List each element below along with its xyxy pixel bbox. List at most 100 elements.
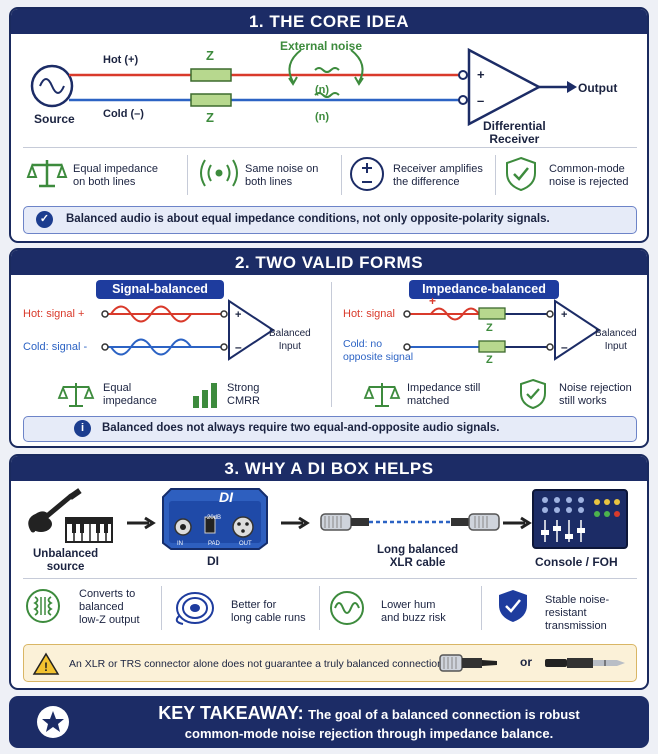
svg-text:+: +: [561, 309, 567, 321]
feature-divider: [161, 586, 162, 630]
di-pad-db-label: -20dB: [205, 515, 222, 521]
arrow-icon: [503, 516, 532, 530]
svg-text:+: +: [235, 309, 241, 321]
key-takeaway-line1: The goal of a balanced connection is rob…: [308, 707, 580, 722]
hot-label: Hot (+): [103, 54, 139, 66]
two-forms-note-text: Balanced does not always require two equ…: [102, 422, 500, 434]
svg-text:–: –: [235, 340, 242, 354]
section-title: 2. TWO VALID FORMS: [11, 250, 647, 275]
cold-signal-label: Cold: signal -: [23, 341, 88, 353]
shield-check-icon: [499, 590, 527, 622]
feature-divider: [495, 155, 496, 195]
warning-box: [23, 644, 637, 682]
svg-text:+: +: [429, 294, 436, 308]
trs-connector-icon: [545, 658, 625, 668]
feature-long-cable: Better for long cable runs: [231, 599, 306, 624]
balanced-input-triangle: [228, 299, 275, 361]
xlr-cable-icon: [320, 513, 500, 531]
right-z-cold: Z: [486, 354, 493, 366]
scale-icon: [363, 383, 401, 407]
core-idea-note-text: Balanced audio is about equal impedance …: [66, 213, 550, 225]
two-forms-note: i Balanced does not always require two e…: [23, 416, 637, 442]
star-badge-icon: [37, 706, 69, 738]
section-two-forms: 2. TWO VALID FORMS Signal-balanced Imped…: [9, 248, 649, 448]
scale-icon: [26, 160, 68, 188]
noise-n-cold: (n): [315, 111, 330, 123]
section-title: 1. THE CORE IDEA: [11, 9, 647, 34]
hot-signal-wave: [110, 305, 192, 323]
feature-lower-hum: Lower hum and buzz risk: [381, 599, 446, 624]
feature-same-noise: Same noise on both lines: [245, 163, 319, 188]
noise-arrow-right: [350, 49, 364, 83]
hum-wave-icon: [330, 591, 364, 625]
feature-divider: [319, 586, 320, 630]
key-takeaway-head: KEY TAKEAWAY:: [158, 703, 304, 723]
section-core-idea: 1. THE CORE IDEA Hot (+) Cold (–) Source…: [9, 7, 649, 243]
noise-arrow-left: [288, 49, 302, 83]
key-takeaway-line2: common-mode noise rejection through impe…: [184, 726, 554, 741]
feature-stable: Stable noise- resistant transmission: [545, 594, 610, 632]
core-idea-diagram: [30, 47, 577, 127]
info-icon: i: [74, 420, 91, 437]
cold-label: Cold (–): [103, 108, 144, 120]
cold-impedance: [478, 340, 506, 353]
section-title: 3. WHY A DI BOX HELPS: [11, 456, 647, 481]
hot-signal-wave: [430, 307, 480, 321]
noise-squiggle-hot: [314, 67, 340, 73]
arrow-icon: [281, 516, 310, 530]
right-z-hot: Z: [486, 322, 493, 334]
plus-sign: +: [477, 67, 485, 82]
left-balanced-input-label: Balanced Input: [269, 328, 311, 352]
right-feature-matched: Impedance still matched: [407, 382, 481, 407]
di-in-label: IN: [177, 541, 183, 547]
scale-icon: [57, 383, 95, 407]
di-box: [162, 488, 268, 550]
noise-squiggle-cold: [314, 92, 340, 98]
di-pad-label: PAD: [208, 541, 220, 547]
keyboard-icon: [65, 517, 113, 543]
transformer-icon: [26, 589, 60, 623]
forms-divider: [331, 282, 332, 407]
left-feature-strong-cmrr: Strong CMRR: [227, 382, 260, 407]
differential-receiver: [467, 47, 542, 127]
cable-label: Long balanced XLR cable: [377, 544, 459, 569]
external-noise-label: External noise: [280, 39, 363, 53]
check-circle-icon: ✓: [36, 211, 53, 228]
shield-check-icon: [506, 156, 536, 192]
key-takeaway: KEY TAKEAWAY: The goal of a balanced con…: [9, 696, 649, 748]
core-idea-note: ✓ Balanced audio is about equal impedanc…: [23, 206, 637, 234]
console-label: Console / FOH: [535, 555, 618, 569]
feature-divider-top: [23, 578, 637, 579]
feature-divider-top: [23, 147, 637, 148]
cold-signal-wave: [110, 338, 192, 356]
guitar-icon: [28, 488, 82, 533]
minus-sign: –: [477, 93, 485, 108]
shield-check-icon: [520, 378, 546, 410]
sine-icon: [39, 78, 65, 94]
section-di-box: 3. WHY A DI BOX HELPS Unbalanced source …: [9, 454, 649, 690]
right-feature-noise-rejection: Noise rejection still works: [559, 382, 632, 407]
bar-chart-icon: [193, 383, 217, 408]
di-box-label: DI: [219, 489, 233, 505]
z-cold-label: Z: [206, 110, 214, 125]
feature-divider: [187, 155, 188, 195]
console-icon: [532, 489, 628, 549]
broadcast-icon: [200, 159, 238, 187]
svg-text:!: !: [44, 660, 48, 674]
key-takeaway-text: KEY TAKEAWAY: The goal of a balanced con…: [109, 704, 629, 743]
signal-balanced-diagram: + –: [101, 299, 275, 361]
feature-equal-impedance: Equal impedance on both lines: [73, 163, 159, 188]
source-label: Unbalanced source: [33, 548, 99, 573]
noise-n-hot: (n): [315, 84, 330, 96]
di-label: DI: [207, 554, 219, 568]
right-cold-label: Cold: no opposite signal: [343, 338, 414, 363]
di-out-label: OUT: [239, 541, 252, 547]
feature-converts: Converts to balanced low-Z output: [79, 588, 140, 626]
cable-spool-icon: [175, 592, 214, 625]
signal-balanced-pill: Signal-balanced: [96, 280, 224, 299]
cold-impedance: [190, 93, 232, 107]
hot-impedance: [190, 68, 232, 82]
feature-common-mode: Common-mode noise is rejected: [549, 163, 629, 188]
left-feature-equal-impedance: Equal impedance: [103, 382, 157, 407]
right-hot-label: Hot: signal: [343, 308, 395, 320]
